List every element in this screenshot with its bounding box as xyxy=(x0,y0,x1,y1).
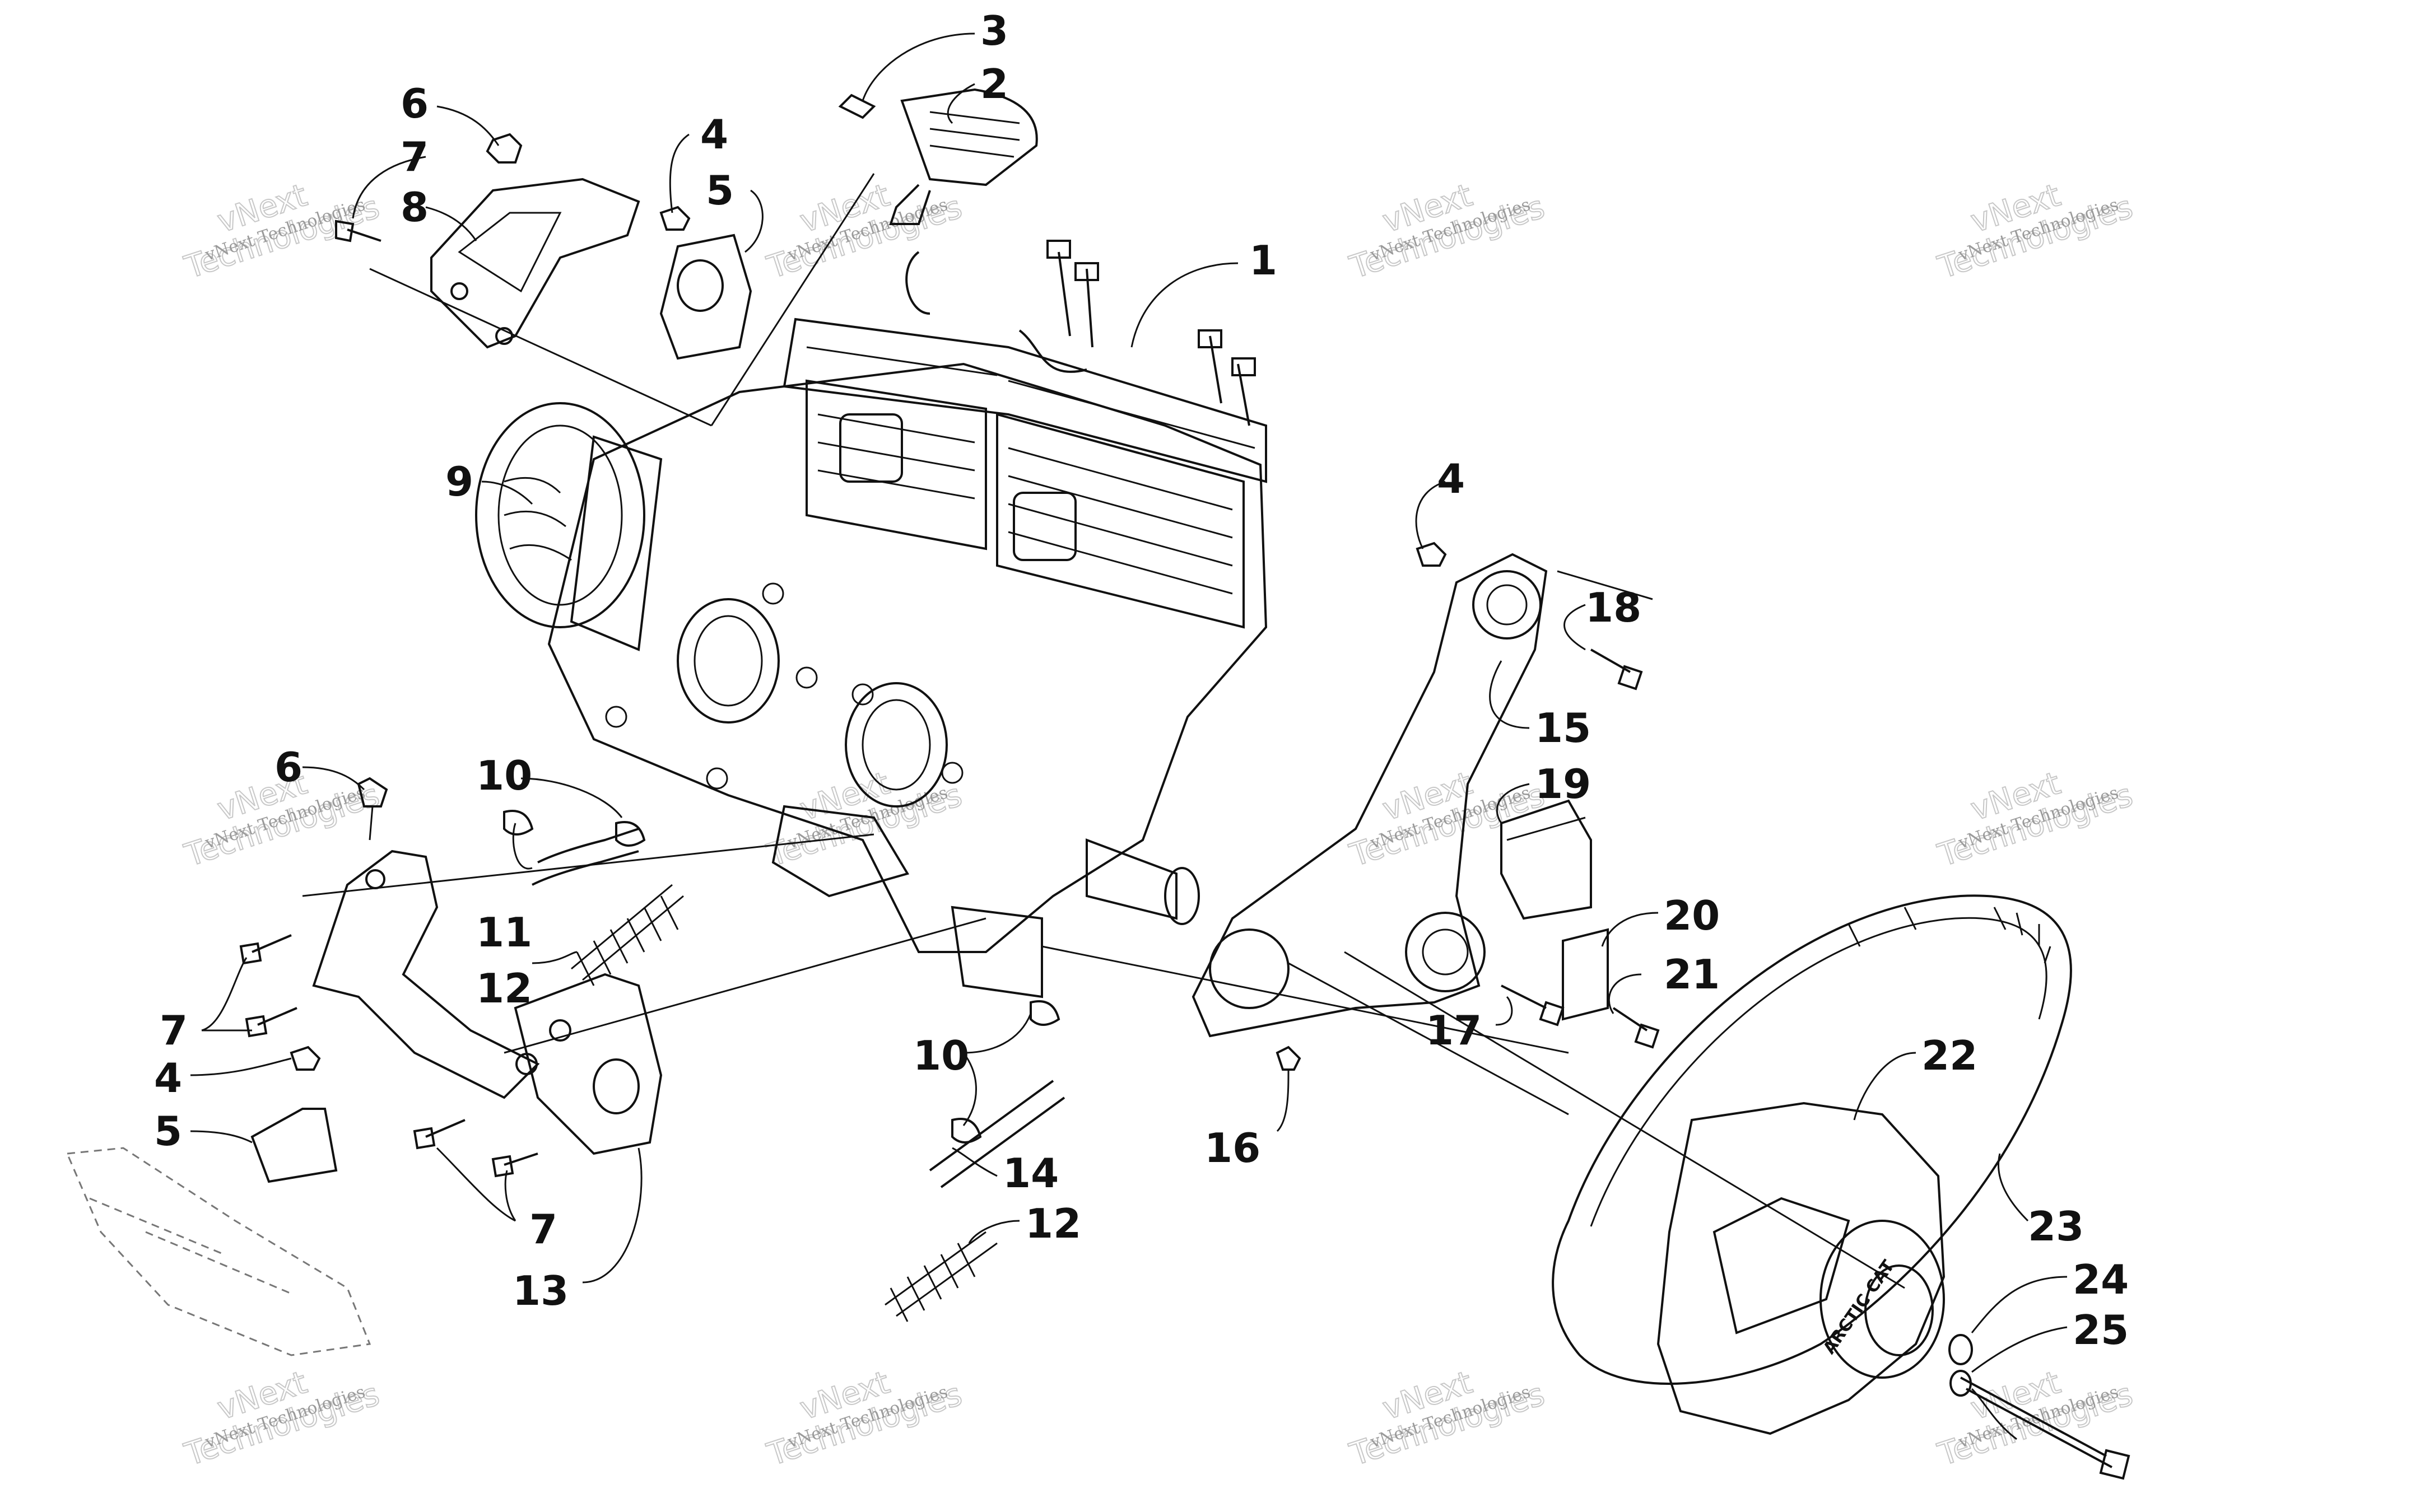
callout-10-upper: 10 xyxy=(476,752,532,799)
chassis-reference-outline xyxy=(66,1147,371,1356)
starter-handle xyxy=(838,88,1038,225)
assembly-lines xyxy=(302,173,1905,1289)
callout-4-lower: 4 xyxy=(154,1054,182,1102)
watermark: Technologies vNext vNext Technologies xyxy=(762,1364,967,1473)
callout-7-lower-middle: 7 xyxy=(529,1206,557,1253)
engine-mount-plate xyxy=(1192,542,1660,1071)
callout-23: 23 xyxy=(2028,1203,2084,1250)
callout-18: 18 xyxy=(1585,584,1641,631)
callout-4-right: 4 xyxy=(1437,455,1465,502)
upper-engine-mount xyxy=(335,133,752,360)
callout-22: 22 xyxy=(1921,1032,1977,1079)
callout-6: 6 xyxy=(401,80,429,127)
callout-4: 4 xyxy=(700,111,728,158)
watermark-group: Technologies vNext vNext Technologies Te… xyxy=(180,176,2138,1473)
callout-11: 11 xyxy=(476,909,532,956)
callout-8: 8 xyxy=(401,184,429,231)
watermark: Technologies vNext vNext Technologies xyxy=(1345,1364,1549,1473)
engine-assembly xyxy=(547,240,1268,998)
callout-10-lower: 10 xyxy=(913,1032,969,1079)
callout-19: 19 xyxy=(1535,760,1591,808)
callout-5-lower: 5 xyxy=(154,1108,182,1155)
callout-3: 3 xyxy=(980,7,1008,54)
watermark: Technologies vNext vNext Technologies xyxy=(180,1364,384,1473)
callout-9: 9 xyxy=(445,458,473,505)
callout-5: 5 xyxy=(706,167,734,214)
lower-engine-mount xyxy=(239,777,663,1183)
callout-24: 24 xyxy=(2073,1256,2129,1303)
callout-15: 15 xyxy=(1535,704,1591,752)
callout-25: 25 xyxy=(2073,1306,2129,1354)
hoses-and-springs xyxy=(503,810,1065,1322)
callout-12-upper: 12 xyxy=(476,965,532,1012)
callout-7: 7 xyxy=(401,133,429,180)
watermark: Technologies vNext vNext Technologies xyxy=(1933,764,2138,874)
clutch-brand-text: ARCTIC CAT xyxy=(1819,1257,1898,1358)
leader-lines xyxy=(190,32,2068,1440)
callout-13: 13 xyxy=(513,1267,569,1314)
watermark: Technologies vNext vNext Technologies xyxy=(1933,176,2138,286)
callout-16: 16 xyxy=(1204,1124,1260,1172)
watermark: Technologies vNext vNext Technologies xyxy=(1345,764,1549,874)
callout-20: 20 xyxy=(1664,892,1720,939)
callout-labels: 1 2 3 4 5 6 7 8 9 4 18 15 19 6 10 11 12 … xyxy=(154,7,2129,1354)
recoil-starter xyxy=(475,402,663,651)
callout-21: 21 xyxy=(1664,951,1720,998)
watermark: Technologies vNext vNext Technologies xyxy=(180,176,384,286)
callout-14: 14 xyxy=(1003,1150,1059,1197)
callout-1: 1 xyxy=(1249,237,1277,284)
watermark: Technologies vNext vNext Technologies xyxy=(762,176,967,286)
callout-2: 2 xyxy=(980,60,1008,108)
callout-7-lower-left: 7 xyxy=(160,1007,188,1054)
watermark: Technologies vNext vNext Technologies xyxy=(1345,176,1549,286)
callout-12-lower: 12 xyxy=(1025,1200,1081,1247)
callout-17: 17 xyxy=(1426,1007,1482,1054)
callout-6-lower: 6 xyxy=(274,744,302,791)
